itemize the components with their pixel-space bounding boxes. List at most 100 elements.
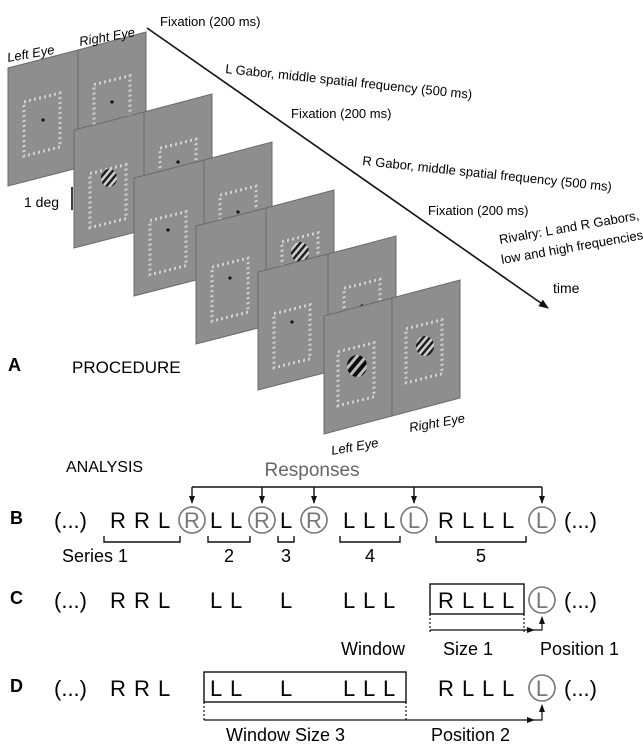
gabor-patch	[101, 169, 117, 187]
response-letter: L	[158, 676, 170, 701]
series-4-label: 4	[365, 546, 375, 566]
response-letter: L	[158, 508, 170, 533]
response-letter: L	[210, 676, 222, 701]
series-3-label: 3	[281, 546, 291, 566]
response-letter: R	[438, 676, 454, 701]
response-letter: L	[502, 508, 514, 533]
response-letter: R	[134, 508, 150, 533]
response-letter: L	[230, 508, 242, 533]
window-box	[429, 583, 525, 615]
row-c-size-label: Size 1	[443, 639, 493, 659]
ellipsis-left: (...)	[54, 588, 87, 613]
response-letter: L	[210, 508, 222, 533]
row-b-sequence: (...) R R L R L L R L R L L L L R L L L …	[54, 506, 597, 534]
row-c-position-label: Position 1	[540, 639, 619, 659]
response-circle	[528, 674, 556, 702]
responses-label: Responses	[264, 460, 359, 481]
stimulus-frame-4-left-eye	[195, 207, 267, 345]
response-letter: L	[343, 508, 355, 533]
stimulus-frame-2-left-eye	[73, 111, 145, 249]
ellipsis-left: (...)	[54, 676, 87, 701]
response-letter: L	[363, 588, 375, 613]
ellipsis-right: (...)	[564, 676, 597, 701]
right-eye-label-bottom: Right Eye	[408, 410, 466, 435]
row-d-position-label: Position 2	[431, 725, 510, 745]
series-brackets	[103, 536, 527, 543]
response-letter-circled: L	[536, 676, 548, 701]
response-letter: L	[462, 676, 474, 701]
response-letter: L	[482, 508, 494, 533]
response-letter: R	[110, 508, 126, 533]
stimulus-frame-6-left-eye	[323, 297, 393, 435]
event-1-label: Fixation (200 ms)	[160, 14, 260, 29]
panel-d-letter: D	[10, 676, 23, 696]
response-letter: R	[134, 588, 150, 613]
stimulus-frame-3-left-eye	[133, 159, 205, 297]
response-letter-circled: R	[254, 508, 270, 533]
panel-c-letter: C	[10, 588, 23, 608]
response-letter-circled: L	[536, 508, 548, 533]
stimulus-frame-6-right-eye	[391, 279, 461, 417]
gabor-patch	[291, 242, 309, 262]
row-d-window-size-label: Window Size 3	[226, 725, 345, 745]
response-letter: L	[280, 676, 292, 701]
ellipsis-right: (...)	[564, 588, 597, 613]
response-letter: L	[482, 676, 494, 701]
response-arrows	[189, 486, 545, 504]
response-letter: L	[383, 588, 395, 613]
panel-b-letter: B	[10, 508, 23, 528]
row-d-window-marks	[203, 702, 545, 723]
procedure-heading: PROCEDURE	[72, 358, 181, 377]
response-letter: R	[134, 676, 150, 701]
response-letter: L	[363, 676, 375, 701]
response-letter: L	[280, 508, 292, 533]
response-circle	[300, 506, 328, 534]
response-letter: L	[280, 588, 292, 613]
scale-label: 1 deg	[24, 194, 59, 210]
left-eye-label-bottom: Left Eye	[330, 435, 380, 458]
response-letter: R	[110, 588, 126, 613]
response-letter: L	[343, 676, 355, 701]
row-c-window-marks	[429, 614, 545, 633]
response-letter: R	[110, 676, 126, 701]
event-2-label: L Gabor, middle spatial frequency (500 m…	[225, 61, 473, 102]
response-circle	[528, 506, 556, 534]
gabor-patch-low-frequency	[347, 355, 367, 377]
row-c-window-label: Window	[341, 639, 406, 659]
row-d-sequence: (...) R R L L L L L L L R L L L L (...)	[54, 671, 597, 703]
response-letter: L	[462, 588, 474, 613]
response-letter: R	[438, 508, 454, 533]
ellipsis-left: (...)	[54, 508, 87, 533]
response-letter: L	[363, 508, 375, 533]
time-arrow	[146, 27, 549, 309]
response-circle	[178, 506, 206, 534]
event-3-label: Fixation (200 ms)	[291, 106, 391, 121]
response-circle	[248, 506, 276, 534]
gabor-patch-high-frequency	[416, 336, 434, 356]
stimulus-frame-1-left-eye	[7, 49, 79, 187]
response-letter-circled: L	[408, 508, 420, 533]
response-circle	[528, 586, 556, 614]
response-letter: R	[438, 588, 454, 613]
response-letter-circled: R	[184, 508, 200, 533]
response-letter-circled: L	[536, 588, 548, 613]
response-letter: L	[210, 588, 222, 613]
response-letter: L	[462, 508, 474, 533]
response-letter: L	[482, 588, 494, 613]
window-box	[203, 671, 407, 703]
response-letter: L	[158, 588, 170, 613]
response-letter: L	[383, 508, 395, 533]
response-letter: L	[230, 676, 242, 701]
series-1-label: Series 1	[62, 546, 128, 566]
stimulus-frame-5-left-eye	[257, 253, 329, 391]
event-5-label: Fixation (200 ms)	[428, 203, 528, 218]
response-circle	[400, 506, 428, 534]
procedure-panels	[7, 31, 461, 435]
series-5-label: 5	[476, 546, 486, 566]
response-letter: L	[383, 676, 395, 701]
analysis-heading: ANALYSIS	[66, 459, 143, 476]
event-4-label: R Gabor, middle spatial frequency (500 m…	[362, 153, 613, 194]
ellipsis-right: (...)	[564, 508, 597, 533]
response-letter: L	[343, 588, 355, 613]
